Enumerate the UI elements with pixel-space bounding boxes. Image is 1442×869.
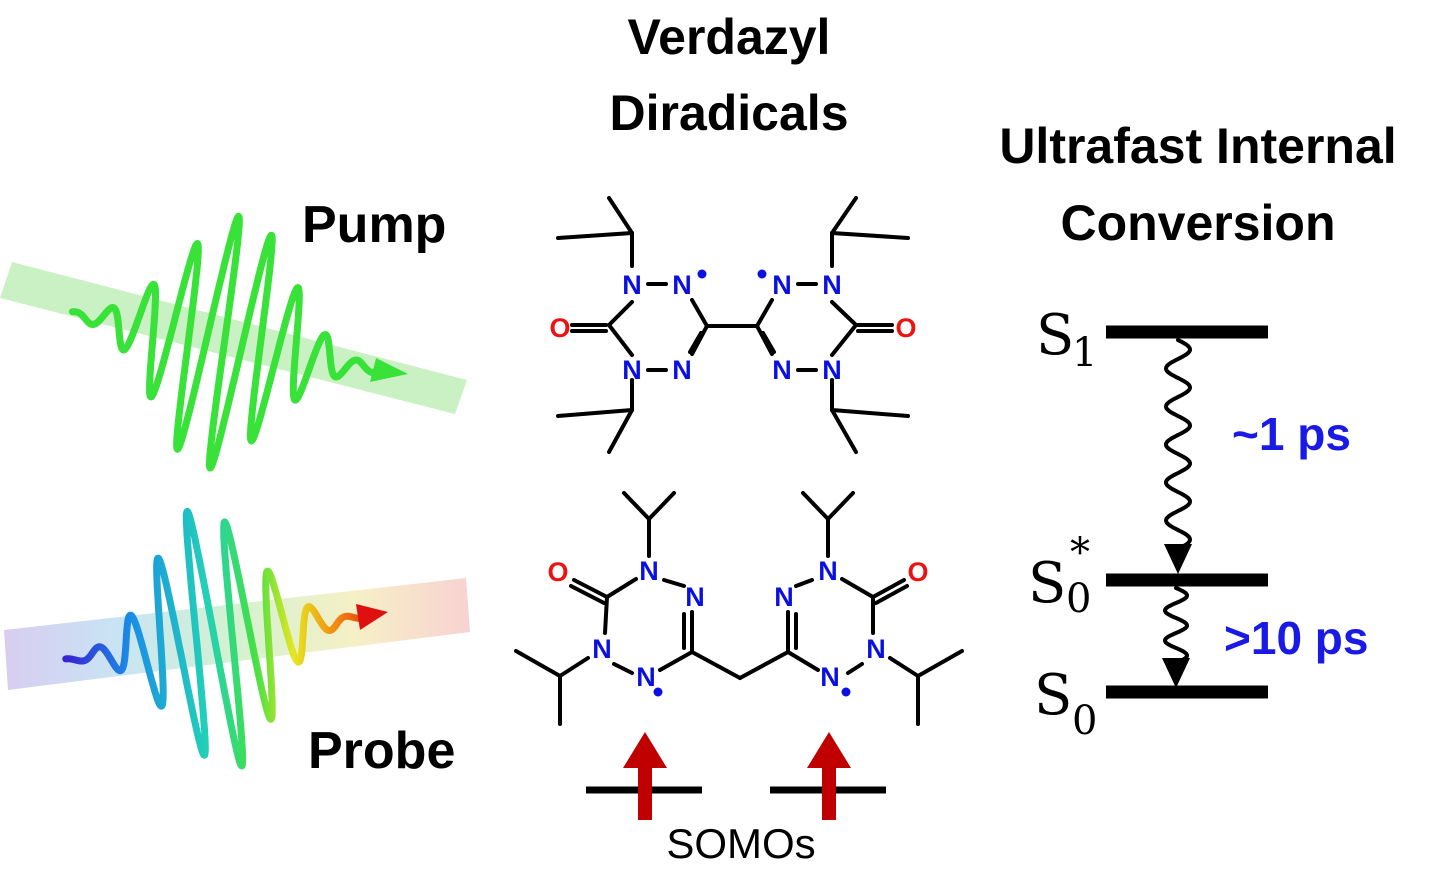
molecule-title-line1: Verdazyl <box>628 9 831 65</box>
rate-slow: >10 ps <box>1224 612 1369 664</box>
atom-o: O <box>547 557 568 587</box>
atom-o: O <box>549 313 570 343</box>
atom-n: N <box>822 355 842 385</box>
atom-n: N <box>866 634 886 664</box>
top-molecule-bonds <box>556 196 910 454</box>
probe-arrowhead <box>356 604 388 630</box>
atom-n: N <box>818 556 838 586</box>
bottom-molecule-atoms: N N N N N N N N O O <box>547 556 929 697</box>
atom-n: N <box>639 556 659 586</box>
atom-n: N <box>672 355 692 385</box>
level-subscript: 0 <box>1066 576 1091 622</box>
spin-up-arrow <box>623 732 667 820</box>
atom-n: N <box>672 270 692 300</box>
atom-n: N <box>592 634 612 664</box>
level-symbol: S <box>1036 303 1074 368</box>
energy-title-line2: Conversion <box>1060 195 1335 251</box>
atom-o: O <box>895 313 916 343</box>
energy-title-line1: Ultrafast Internal <box>999 118 1396 174</box>
atom-n: N <box>622 270 642 300</box>
arrowhead-down <box>1164 544 1192 574</box>
molecule-title-line2: Diradicals <box>609 85 848 141</box>
probe-label: Probe <box>308 722 455 780</box>
atom-n: N <box>772 355 792 385</box>
radical-dot <box>757 269 767 279</box>
spin-up-arrow <box>807 732 851 820</box>
level-symbol: S <box>1028 551 1066 616</box>
probe-pulse <box>4 507 470 770</box>
atom-n: N <box>685 582 705 612</box>
atom-n: N <box>772 270 792 300</box>
pump-label: Pump <box>302 196 446 254</box>
level-superscript: * <box>1070 530 1090 576</box>
level-subscript: 1 <box>1072 330 1097 376</box>
level-label-s0-star: S 0 * <box>1028 530 1091 622</box>
atom-n: N <box>820 662 840 692</box>
top-molecule-atoms: N N N N N N N N O O <box>549 269 917 385</box>
somo-diagram <box>586 732 886 820</box>
atom-n: N <box>774 582 794 612</box>
radical-dot <box>697 269 707 279</box>
atom-o: O <box>907 557 928 587</box>
level-label-s0: S 0 <box>1034 663 1097 744</box>
probe-beam <box>4 578 470 690</box>
atom-n: N <box>636 662 656 692</box>
level-label-s1: S 1 <box>1036 303 1097 376</box>
wavy-arrow-s0-star-to-s0 <box>1163 586 1189 664</box>
atom-n: N <box>822 270 842 300</box>
nonradiative-decay <box>1162 338 1193 688</box>
bottom-molecule-bonds <box>514 491 964 726</box>
pump-arrowhead <box>370 358 408 382</box>
radical-dot <box>653 687 663 697</box>
rate-fast: ~1 ps <box>1232 408 1351 460</box>
level-symbol: S <box>1034 663 1072 728</box>
energy-levels <box>1106 325 1268 699</box>
atom-n: N <box>622 355 642 385</box>
pump-beam <box>0 262 467 414</box>
probe-wave <box>62 507 376 770</box>
radical-dot <box>841 687 851 697</box>
pump-wave <box>68 212 389 472</box>
pump-pulse <box>0 212 467 472</box>
somos-label: SOMOs <box>666 820 815 867</box>
arrowhead-down <box>1162 658 1190 688</box>
wavy-arrow-s1-to-s0-star <box>1163 338 1193 550</box>
level-subscript: 0 <box>1072 698 1097 744</box>
